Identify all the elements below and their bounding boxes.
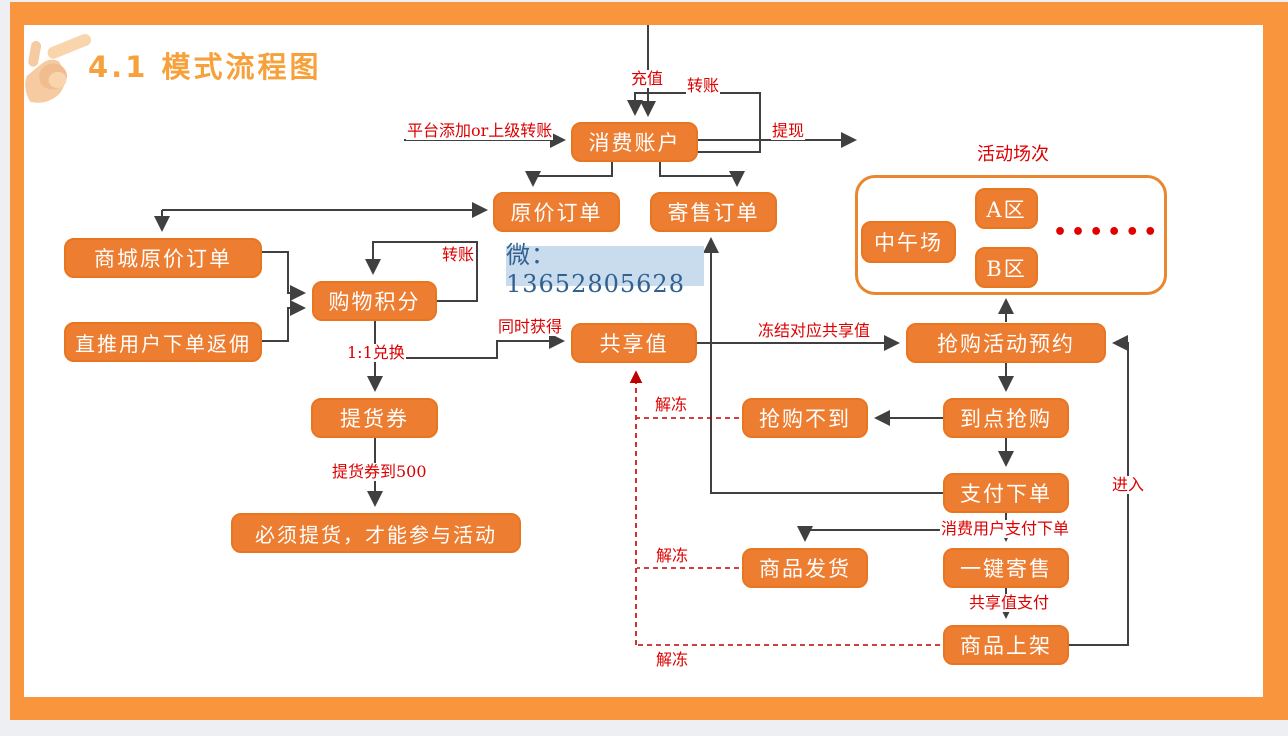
node-product-listed: 商品上架 [943, 625, 1069, 665]
node-product-ship: 商品发货 [742, 548, 868, 588]
label-unfreeze-1: 解冻 [654, 395, 689, 414]
label-platform-add: 平台添加or上级转账 [406, 121, 554, 140]
node-rush-reserve: 抢购活动预约 [906, 323, 1106, 363]
node-consign-order: 寄售订单 [650, 192, 777, 232]
node-pay-order: 支付下单 [943, 473, 1069, 513]
label-sessions-title: 活动场次 [977, 144, 1049, 165]
node-one-key-consign: 一键寄售 [943, 548, 1069, 588]
watermark-contact: 微：13652805628 [506, 241, 704, 298]
node-pickup-coupon: 提货券 [311, 398, 438, 438]
node-noon-session: 中午场 [861, 221, 956, 263]
label-withdraw: 提现 [771, 121, 806, 140]
label-enter: 进入 [1111, 475, 1146, 494]
node-mall-original-order: 商城原价订单 [64, 238, 262, 278]
label-shared-pay: 共享值支付 [968, 593, 1051, 612]
node-rush-fail: 抢购不到 [742, 398, 868, 438]
label-unfreeze-2: 解冻 [655, 546, 690, 565]
node-zone-b: B区 [975, 247, 1038, 288]
label-unfreeze-3: 解冻 [655, 650, 690, 669]
pointing-hand-icon [25, 33, 92, 103]
label-consumer-pay: 消费用户支付下单 [940, 519, 1071, 538]
node-zone-a: A区 [975, 188, 1038, 229]
label-transfer-top: 转账 [686, 76, 721, 95]
node-consume-account: 消费账户 [571, 122, 698, 162]
node-direct-rebate: 直推用户下单返佣 [64, 322, 262, 362]
label-exchange-11: 1:1兑换 [346, 343, 406, 362]
node-original-order: 原价订单 [493, 192, 620, 232]
sessions-ellipsis: •••••• [1053, 220, 1162, 245]
label-transfer-points: 转账 [441, 245, 476, 264]
label-simultaneous: 同时获得 [497, 317, 564, 336]
label-recharge: 充值 [630, 69, 665, 88]
node-shared-value: 共享值 [571, 323, 697, 363]
page-title: 4.1 模式流程图 [88, 50, 322, 84]
label-coupon-500: 提货券到500 [331, 462, 428, 481]
node-must-pickup: 必须提货，才能参与活动 [231, 513, 521, 553]
label-freeze: 冻结对应共享值 [757, 321, 872, 340]
node-shopping-points: 购物积分 [312, 281, 437, 321]
node-rush-ontime: 到点抢购 [943, 398, 1069, 438]
